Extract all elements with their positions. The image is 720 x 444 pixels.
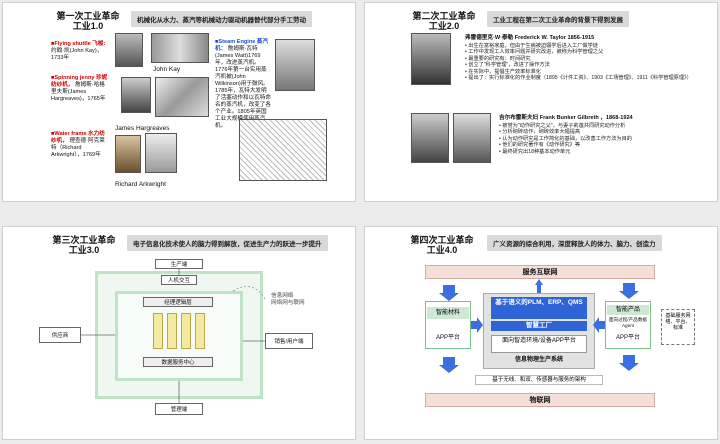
arrow-down-icon [439,285,459,301]
slide1-title: 第一次工业革命 工业1.0 [53,11,123,31]
steam-engine-desc: 詹姆斯·瓦特(James Watt)1769年，改进蒸汽机。1776年第一台实用… [215,46,271,129]
smart-product-title: 智能产品 [607,305,649,315]
person1-bullet: 工作中发现工人效率问题并研究改进，被称为科学管理之父 [465,49,695,55]
slide2-title-line1: 第二次工业革命 [412,11,476,21]
manager-box: 管理端 [155,403,203,415]
slide1-title-line2: 工业1.0 [72,21,104,31]
service-internet-band: 服务互联网 [425,265,655,279]
person2-bullet: 认为动作研究是工作简化的基础，以改善工作方法为目的 [499,136,709,142]
data-center-box: 数据服务中心 [143,357,213,367]
right-app-platform: APP平台 [615,335,640,341]
item-desc: 詹姆斯·哈格里夫斯(James Hargreaves)，1765年 [51,82,106,102]
person2-bullet: 分析砌砖动作，砌砖效率大幅提高 [499,129,709,135]
business-logic-box: 经理逻辑层 [143,297,213,307]
arrow-down-icon [439,357,459,373]
steam-engine-image [239,119,327,181]
item-desc: 理查德·阿克莱特（Richard Arkwright），1769年 [51,138,105,158]
portrait-richard-arkwright [115,135,141,173]
plm-erp-qms-box: 基于语义的PLM、ERP、QMS [491,297,587,319]
portrait-john-kay [115,33,143,67]
slide3-subtitle: 电子信息化技术使人的脑力得到解放，促进生产力的跃进一步提升 [127,235,328,251]
slide3-title-line2: 工业3.0 [68,245,100,255]
person1-bullet: 出生在富裕家庭，但由于生病被迫辍学后进入工厂做学徒 [465,43,695,49]
item-name: ■Flying shuttle 飞梭: [51,41,106,47]
person2-bullets: 被誉为"动作研究之父"，与妻子莉莲共同研究动作分析 分析砌砖动作，砌砖效率大幅提… [499,123,709,155]
smart-material-title: 智能材料 [427,307,469,319]
center-app-platform: 面向智造环境/设备APP平台 [491,335,587,353]
slide1-subtitle: 机械化从水力、蒸汽等机械动力驱动机器替代部分手工劳动 [131,11,312,27]
item-spinning-jenny: ■Spinning jenny 珍妮纺纱机， 詹姆斯·哈格里夫斯(James H… [51,75,109,103]
slide4-title-line1: 第四次工业革命 [410,235,474,245]
item-name: ■Water frame 水力纺纱机， [51,131,105,144]
item-desc: 约翰·凯(John Kay)，1733年 [51,48,103,61]
slide-industry-2[interactable]: 第二次工业革命 工业2.0 工业工程在第二次工业革命的背景下得到发展 弗雷德里克… [364,2,718,202]
slide-industry-4[interactable]: 第四次工业革命 工业4.0 广义资源的综合利用，深度释放人的体力、脑力、创造力 … [364,226,718,440]
item-name: ■Spinning jenny 珍妮纺纱机， [51,75,108,88]
side-note-box: 基础服务网络、平台、标准 [661,309,695,345]
cps-label: 信息物理生产系统 [514,357,563,363]
slide4-title: 第四次工业革命 工业4.0 [405,235,479,255]
server-icon [195,313,205,349]
smart-factory-box: 智慧工厂 [491,321,587,331]
label-john-kay: John Kay [153,66,181,73]
flow-arrows [439,279,639,373]
item-steam-engine: ■Steam Engine 蒸汽机： 詹姆斯·瓦特(James Watt)176… [215,39,271,130]
supplier-box: 供应商 [39,327,81,343]
water-frame-image [145,133,177,173]
person2-name: 吉尔布雷斯夫妇 Frank Bunker Gilbreth ，1868-1924 [499,115,633,121]
person1-bullets: 出生在富裕家庭，但由于生病被迫辍学后进入工厂做学徒 工作中发现工人效率问题并研究… [465,43,695,81]
slide1-title-line1: 第一次工业革命 [56,11,120,21]
server-icon [181,313,191,349]
label-richard-arkwright: Richard Arkwright [115,181,166,188]
smart-product-sub: 面向过程/产品数据Agent [608,317,648,328]
server-icon [153,313,163,349]
slide-industry-1[interactable]: 第一次工业革命 工业1.0 机械化从水力、蒸汽等机械动力驱动机器替代部分手工劳动… [2,2,356,202]
slide2-title: 第二次工业革命 工业2.0 [407,11,481,31]
arrow-left-icon [593,317,605,333]
slide4-subtitle: 广义资源的综合利用，深度释放人的体力、脑力、创造力 [487,235,662,251]
slide2-title-line2: 工业2.0 [428,21,460,31]
slide4-title-line2: 工业4.0 [426,245,458,255]
producer-box: 生产端 [155,259,203,269]
arrow-right-icon [471,317,483,333]
person2-bullet: 最终研究出18种基本动作单元 [499,149,709,155]
slide2-subtitle: 工业工程在第二次工业革命的背景下得到发展 [487,11,629,27]
iot-band: 物联网 [425,393,655,407]
person1-bullet: 在实际中，提倡生产效率标准化 [465,69,695,75]
customer-box: 销售/用户端 [265,333,313,349]
person1-name: 弗雷德里克·W·泰勒 Frederick W. Taylor 1856-1915 [465,35,595,41]
bottom-note-box: 基于无线、和双、传感器与服务的架构 [475,375,603,385]
slide3-title: 第三次工业革命 工业3.0 [47,235,121,255]
label-james-hargreaves: James Hargreaves [115,125,170,132]
portrait-james-watt [275,39,315,91]
person1-bullet: 创立了"科学管理"，改进了操作方法 [465,62,695,68]
portrait-james-hargreaves [121,77,151,113]
server-icon [167,313,177,349]
left-app-platform: APP平台 [435,335,460,341]
arrow-network [232,286,266,300]
arrow-down-icon [619,355,639,371]
person2-bullet: 被誉为"动作研究之父"，与妻子莉莲共同研究动作分析 [499,123,709,129]
arrow-shaft [537,285,541,293]
arrow-down-icon [619,283,639,299]
item-flying-shuttle: ■Flying shuttle 飞梭: 约翰·凯(John Kay)，1733年 [51,41,109,62]
portrait-frank-gilbreth [411,113,449,163]
human-interface-box: 人机交互 [161,275,197,285]
steam-engine-title: ■Steam Engine 蒸汽机： [215,39,269,52]
person1-bullet: 最重要的研究有：时间研究 [465,56,695,62]
portrait-lillian-gilbreth [453,113,491,163]
person2-bullet: 他们的研究著作有《动作研究》等 [499,142,709,148]
item-water-frame: ■Water frame 水力纺纱机， 理查德·阿克莱特（Richard Ark… [51,131,109,159]
diagram-arrows [81,269,266,403]
network-note: 信息网络 网络网与联网 [271,293,305,306]
spinning-jenny-image [155,77,209,117]
flying-shuttle-image [151,33,209,63]
arrow-up-icon [535,279,543,285]
slide3-title-line1: 第三次工业革命 [52,235,116,245]
portrait-taylor [411,33,451,85]
person1-bullet: 提出了：实行标准化的作业制度（1895《计件工资》、1903《工场管理》、191… [465,75,695,81]
slide-industry-3[interactable]: 第三次工业革命 工业3.0 电子信息化技术使人的脑力得到解放，促进生产力的跃进一… [2,226,356,440]
